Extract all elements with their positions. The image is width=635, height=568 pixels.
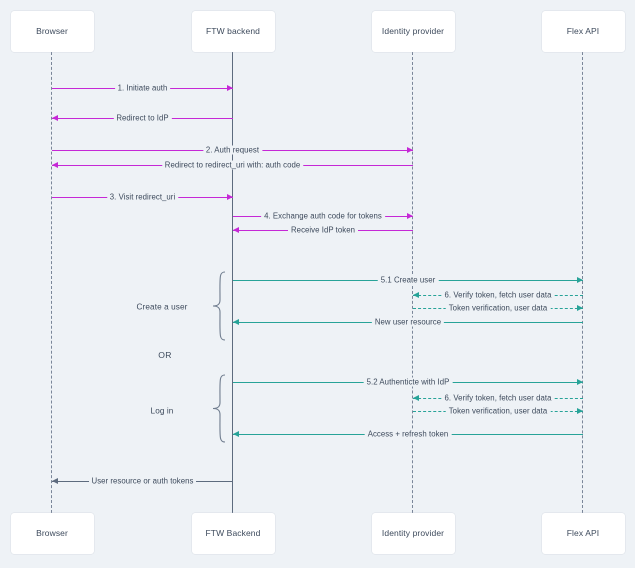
message-label-m12: 5.2 Authenticte with IdP	[363, 377, 453, 387]
group-brace-log-in	[212, 374, 226, 443]
group-brace-create-a-user	[212, 271, 226, 341]
message-label-m3: 2. Auth request	[202, 145, 263, 155]
arrowhead-m4	[52, 162, 58, 169]
arrowhead-m16	[52, 478, 58, 485]
message-label-m8: 5.1 Create user	[377, 275, 439, 285]
arrowhead-m13	[413, 395, 419, 402]
group-label-log-in: Log in	[150, 406, 174, 416]
arrowhead-m10	[577, 305, 583, 312]
actor-label-bottom-ftw: FTW Backend	[205, 527, 261, 538]
actor-box-bottom-flex[interactable]: Flex API	[541, 513, 625, 554]
actor-label-top-idp: Identity provider	[381, 25, 445, 36]
message-label-m4: Redirect to redirect_uri with: auth code	[161, 160, 304, 170]
actor-box-top-idp[interactable]: Identity provider	[371, 11, 455, 52]
arrowhead-m8	[577, 277, 583, 284]
lifeline-browser	[51, 52, 53, 513]
actor-label-bottom-browser: Browser	[36, 527, 68, 538]
arrowhead-m12	[577, 379, 583, 386]
actor-box-top-browser[interactable]: Browser	[10, 11, 94, 52]
actor-box-bottom-ftw[interactable]: FTW Backend	[191, 513, 275, 554]
actor-label-top-browser: Browser	[36, 25, 68, 36]
arrowhead-m2	[52, 115, 58, 122]
arrowhead-m9	[413, 292, 419, 299]
message-label-m10: Token verification, user data	[445, 303, 551, 313]
message-label-m5: 3. Visit redirect_uri	[106, 192, 179, 202]
actor-box-top-flex[interactable]: Flex API	[541, 11, 625, 52]
arrowhead-m5	[227, 194, 233, 201]
or-separator-label: OR	[158, 350, 172, 360]
message-label-m11: New user resource	[371, 317, 445, 327]
arrowhead-m15	[233, 431, 239, 438]
arrowhead-m3	[407, 147, 413, 154]
actor-box-bottom-idp[interactable]: Identity provider	[371, 513, 455, 554]
message-label-m2: Redirect to IdP	[113, 113, 172, 123]
message-label-m16: User resource or auth tokens	[88, 476, 197, 486]
actor-label-top-flex: Flex API	[566, 25, 600, 36]
message-label-m7: Receive IdP token	[288, 225, 358, 235]
arrowhead-m1	[227, 85, 233, 92]
message-label-m1: 1. Initiate auth	[114, 83, 171, 93]
actor-box-bottom-browser[interactable]: Browser	[10, 513, 94, 554]
arrowhead-m7	[233, 227, 239, 234]
message-label-m14: Token verification, user data	[445, 406, 551, 416]
arrowhead-m14	[577, 408, 583, 415]
arrowhead-m11	[233, 319, 239, 326]
message-label-m9: 6. Verify token, fetch user data	[441, 290, 555, 300]
group-label-create-a-user: Create a user	[136, 302, 188, 312]
arrowhead-m6	[407, 213, 413, 220]
actor-label-bottom-flex: Flex API	[566, 527, 600, 538]
message-label-m13: 6. Verify token, fetch user data	[441, 393, 555, 403]
actor-label-bottom-idp: Identity provider	[381, 527, 445, 538]
message-label-m6: 4. Exchange auth code for tokens	[261, 211, 385, 221]
message-label-m15: Access + refresh token	[364, 429, 452, 439]
actor-label-top-ftw: FTW backend	[205, 25, 260, 36]
lifeline-ftw	[232, 52, 234, 513]
actor-box-top-ftw[interactable]: FTW backend	[191, 11, 275, 52]
